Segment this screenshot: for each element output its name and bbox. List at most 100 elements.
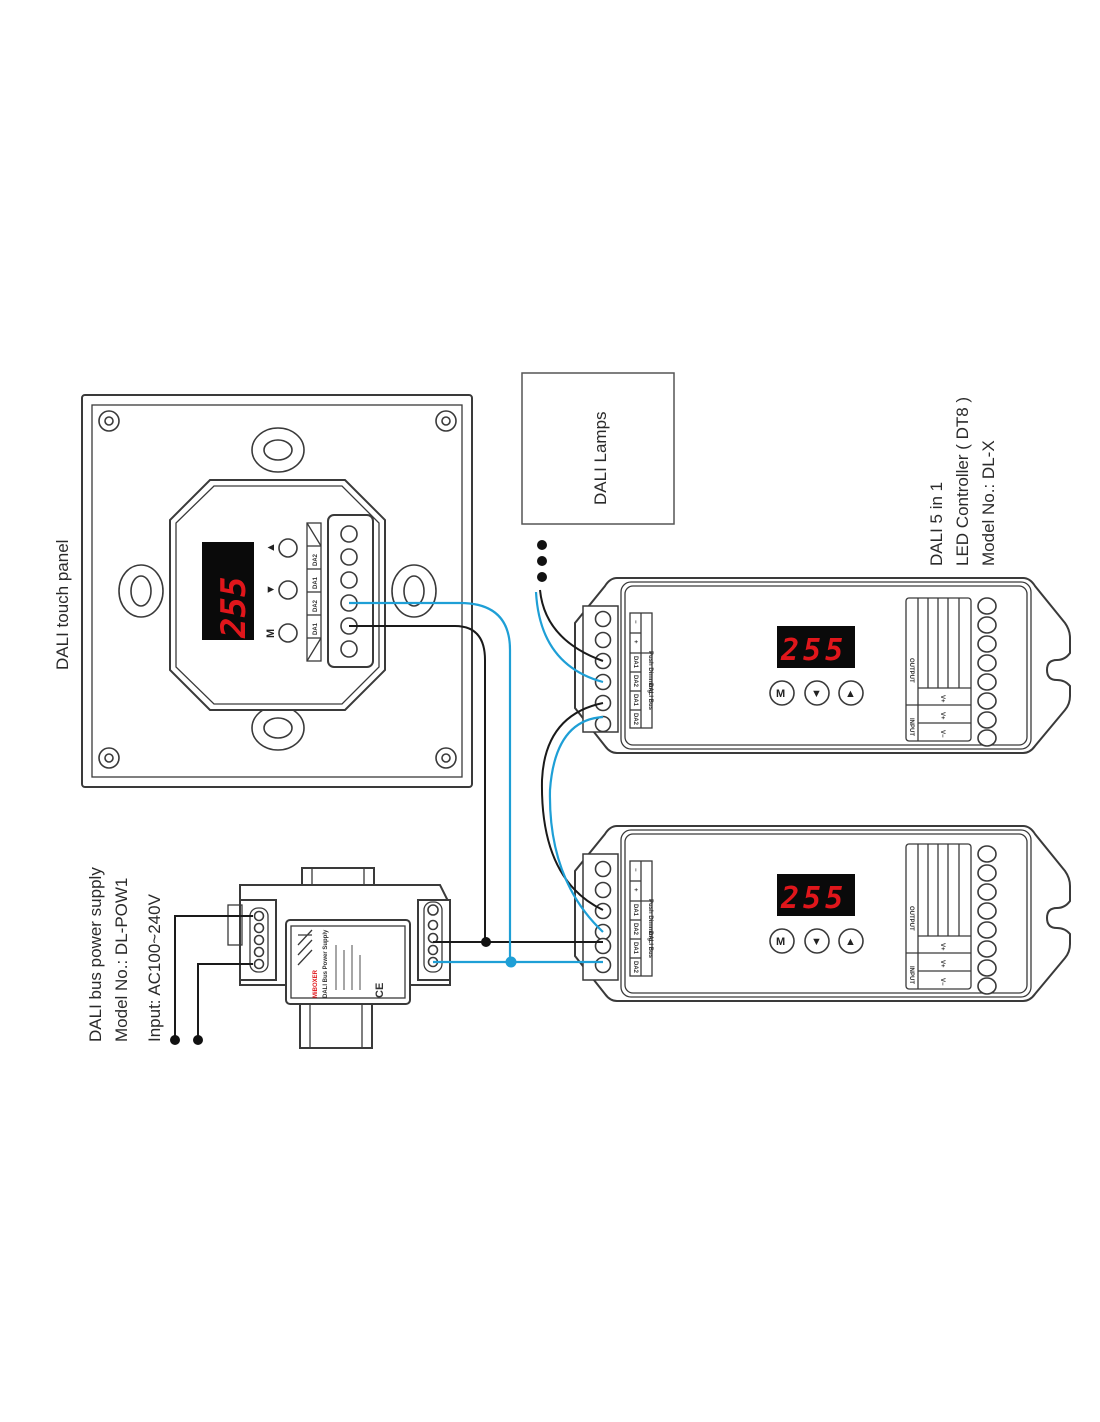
svg-text:DA2: DA2 (632, 675, 638, 688)
svg-text:V+: V+ (939, 943, 945, 951)
svg-text:DALI Bus Power Supply: DALI Bus Power Supply (323, 929, 329, 998)
svg-text:DA2: DA2 (313, 599, 319, 612)
brand-logo: MiBOXER (313, 969, 319, 998)
svg-text:V−: V− (939, 730, 945, 738)
controller-down-button[interactable] (804, 928, 830, 954)
dali-touch-panel: 255 ▲ ▼ M DA2 DA1 DA2 DA1 DALI touch pan… (53, 394, 473, 788)
continuation-dot (537, 556, 547, 566)
controller-up-button[interactable] (838, 680, 864, 706)
svg-text:DA1: DA1 (632, 942, 638, 955)
svg-text:OUTPUT: OUTPUT (908, 906, 914, 931)
svg-text:V+: V+ (939, 712, 945, 720)
terminal-da2 (594, 956, 612, 974)
terminal-da1 (594, 937, 612, 955)
svg-text:V+: V+ (939, 695, 945, 703)
svg-text:Push Dimming: Push Dimming (647, 899, 653, 941)
wire-lamps-da2 (534, 591, 604, 684)
wire-da2-link (548, 715, 604, 933)
controller-mode-button[interactable] (769, 680, 795, 706)
svg-text:+: + (632, 640, 638, 644)
up-arrow-icon: ▲ (845, 688, 856, 700)
dali-controller-2: Push Dimming DALI Bus − + DA1 DA2 DA1 DA… (574, 825, 1100, 1002)
wire-junction (481, 937, 491, 947)
controller-terminal-labels: Push Dimming DALI Bus − + DA1 DA2 DA1 DA… (629, 860, 653, 977)
svg-text:DA1: DA1 (313, 576, 319, 589)
svg-text:DA2: DA2 (313, 553, 319, 566)
dali-lamps-box (521, 372, 675, 525)
wire-lamps-da1 (539, 589, 604, 662)
touch-panel-label: DALI touch panel (53, 540, 72, 670)
continuation-dot (537, 572, 547, 582)
svg-text:DALI Bus: DALI Bus (647, 931, 653, 959)
power-supply-title: DALI bus power supply (86, 867, 105, 1042)
down-arrow-icon: ▼ (811, 936, 822, 948)
down-arrow-icon: ▼ (265, 584, 277, 595)
controller-output-terminals (977, 845, 997, 995)
svg-text:DA2: DA2 (632, 923, 638, 936)
svg-text:Model No.: DL-X: Model No.: DL-X (979, 440, 998, 566)
touch-panel-down-button[interactable] (278, 580, 298, 600)
svg-text:−: − (632, 868, 638, 872)
ac-input-terminal (170, 1035, 180, 1045)
controller-terminal-block (582, 605, 619, 733)
svg-text:INPUT: INPUT (908, 718, 914, 736)
dali-lamps: DALI Lamps (521, 372, 675, 582)
svg-text:V−: V− (939, 978, 945, 986)
terminal-da2 (594, 715, 612, 733)
up-arrow-icon: ▲ (265, 542, 277, 553)
svg-text:LED Controller ( DT8 ): LED Controller ( DT8 ) (953, 397, 972, 566)
controller-display-value: 255 (780, 633, 847, 668)
power-supply-label-plate (285, 919, 411, 1005)
controller-output-terminals (977, 597, 997, 747)
terminal-screw (340, 548, 358, 566)
terminal-da1 (594, 902, 612, 920)
svg-text:M: M (776, 936, 785, 948)
svg-text:DA1: DA1 (313, 622, 319, 635)
dali-power-supply: MiBOXER DALI Bus Power Supply CE DALI bu… (86, 867, 451, 1049)
svg-text:DA1: DA1 (632, 904, 638, 917)
terminal-screw (340, 640, 358, 658)
svg-text:+: + (632, 888, 638, 892)
up-arrow-icon: ▲ (845, 936, 856, 948)
touch-panel-display (202, 542, 254, 640)
wire-da1-link (540, 702, 604, 911)
svg-text:M: M (776, 688, 785, 700)
power-supply-model: Model No.: DL-POW1 (112, 878, 131, 1042)
svg-text:−: − (632, 620, 638, 624)
controller-output-table: OUTPUT INPUT V+ V+ V− (905, 597, 972, 742)
touch-panel-terminal-labels: DA2 DA1 DA2 DA1 (306, 522, 322, 662)
touch-panel-display-value: 255 (214, 577, 254, 639)
touch-panel-up-button[interactable] (278, 538, 298, 558)
controller-up-button[interactable] (838, 928, 864, 954)
mode-label: M (265, 629, 277, 638)
svg-text:OUTPUT: OUTPUT (908, 658, 914, 683)
touch-panel-terminal-block (327, 514, 374, 668)
ac-input-terminal (193, 1035, 203, 1045)
svg-text:V+: V+ (939, 960, 945, 968)
controller-display (777, 874, 855, 916)
dali-bus-wiring (349, 589, 604, 968)
svg-text:DALI 5 in 1: DALI 5 in 1 (927, 482, 946, 566)
svg-text:DA2: DA2 (632, 961, 638, 974)
controller-display-value: 255 (780, 881, 847, 916)
dali-controller-1: Push Dimming DALI Bus − + DA1 DA2 DA1 DA… (574, 577, 1100, 754)
touch-panel-mode-button[interactable] (278, 623, 298, 643)
controller-output-table: OUTPUT INPUT V+ V+ V− (905, 843, 972, 990)
svg-text:DA1: DA1 (632, 694, 638, 707)
wire-da1-touch-panel (349, 625, 486, 942)
controller-terminal-labels: Push Dimming DALI Bus − + DA1 DA2 DA1 DA… (629, 612, 653, 729)
controller-down-button[interactable] (804, 680, 830, 706)
terminal-screw (340, 525, 358, 543)
svg-text:Push Dimming: Push Dimming (647, 651, 653, 693)
wire-junction (505, 956, 517, 968)
continuation-dot (537, 540, 547, 550)
svg-text:INPUT: INPUT (908, 966, 914, 984)
controller-label: DALI 5 in 1 LED Controller ( DT8 ) Model… (927, 397, 998, 566)
controller-mode-button[interactable] (769, 928, 795, 954)
svg-text:DA1: DA1 (632, 656, 638, 669)
down-arrow-icon: ▼ (811, 688, 822, 700)
screw-icon (98, 410, 457, 769)
controller-display (777, 626, 855, 668)
dali-lamps-label: DALI Lamps (591, 411, 610, 505)
